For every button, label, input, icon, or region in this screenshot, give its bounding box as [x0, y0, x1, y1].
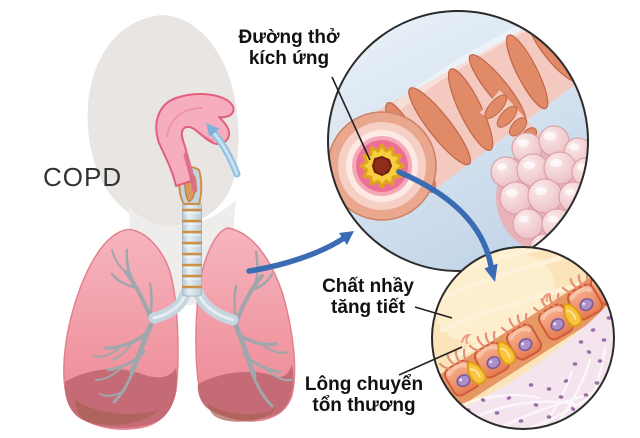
inset-top-border	[327, 10, 589, 272]
inset-bottom-border	[431, 246, 615, 430]
right-lung	[195, 227, 296, 422]
arrow-lung-to-inset	[246, 231, 354, 274]
airway-cross-section	[328, 111, 437, 221]
trachea	[148, 166, 239, 326]
label-irritated-airway-line1: Đường thở	[238, 27, 340, 48]
label-mucus-line1: Chất nhầy	[322, 276, 414, 297]
label-mucus-line2: tăng tiết	[331, 296, 405, 318]
narrowed-lumen	[372, 156, 392, 176]
label-copd: COPD	[43, 162, 123, 192]
arrow-airway-to-mucosa	[396, 169, 498, 282]
trachea-rings	[181, 208, 203, 289]
leader-cilia	[398, 346, 463, 376]
tissue-cells-dots	[465, 304, 612, 423]
inset-irritated-airway	[327, 10, 589, 272]
inhale-arrow	[206, 123, 241, 178]
label-mucus-hypersecretion: Chất nhầy tăng tiết	[293, 276, 443, 318]
throat-airflow-mark	[183, 152, 198, 193]
label-cilia-line2: tổn thương	[312, 394, 416, 416]
leader-irritated-airway	[331, 76, 371, 161]
label-damaged-cilia: Lông chuyển tổn thương	[289, 374, 439, 416]
leader-mucus	[414, 306, 453, 319]
left-lung	[63, 228, 179, 430]
leader-lines	[331, 76, 463, 376]
label-irritated-airway-line2: kích ứng	[248, 47, 330, 69]
label-cilia-line1: Lông chuyển	[304, 374, 424, 395]
inset-mucus-cilia	[431, 246, 615, 430]
nasal-cavity	[155, 93, 235, 193]
label-irritated-airway: Đường thở kích ứng	[214, 27, 364, 69]
